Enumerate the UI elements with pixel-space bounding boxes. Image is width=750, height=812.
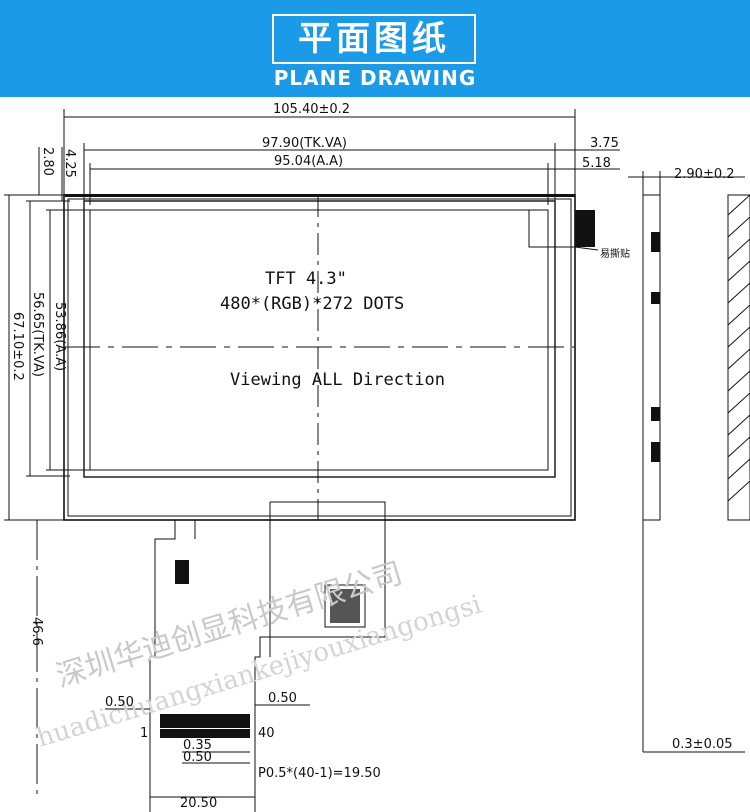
- component-pad: [330, 589, 360, 623]
- side-view-body: [642, 194, 661, 521]
- side-notch: [651, 442, 660, 462]
- plane-drawing: 深圳华迪创显科技有限公司 huadichuangxiankejiyouxiang…: [4, 102, 750, 812]
- side-view-section: [727, 194, 750, 521]
- pitch-formula: P0.5*(40-1)=19.50: [258, 766, 381, 781]
- pin-last: 40: [258, 726, 275, 741]
- pin-first: 1: [140, 726, 148, 741]
- page-title-en: PLANE DRAWING: [273, 66, 477, 90]
- tear-tab-outline: [528, 210, 575, 248]
- screen-line-1: TFT 4.3": [265, 269, 347, 289]
- dim-aa-height: 53.86(A.A): [52, 302, 67, 371]
- easy-tear-label: 易撕贴: [600, 247, 630, 260]
- active-area-outline: [89, 209, 549, 471]
- dim-left-280: 2.80: [40, 147, 55, 176]
- panel-outline: [63, 194, 576, 521]
- dim-aa-width: 95.04(A.A): [274, 154, 343, 169]
- fpc-label-right: 0.50: [268, 691, 297, 706]
- panel-inner-outline: [67, 198, 572, 517]
- dim-right-518: 5.18: [582, 156, 611, 171]
- dim-right-375: 3.75: [590, 136, 619, 151]
- pin-strip-2: [160, 729, 250, 738]
- dim-left-425: 4.25: [62, 149, 77, 178]
- fpc-width: 20.50: [180, 796, 217, 811]
- tear-tab-leader: [574, 246, 599, 251]
- header-banner: 平面图纸 PLANE DRAWING: [0, 0, 750, 97]
- tear-tab-fill: [575, 210, 595, 247]
- dim-overall-height: 67.10±0.2: [10, 312, 25, 381]
- fpc-outline-right: [254, 501, 386, 812]
- pitch-035: 0.35: [183, 738, 212, 753]
- panel-top-edge: [65, 194, 575, 197]
- pitch-050: 0.50: [183, 750, 212, 765]
- side-section-hatch: [727, 194, 750, 502]
- side-notch: [651, 407, 660, 421]
- side-bottom: 0.3±0.05: [672, 737, 733, 752]
- page-title-cn: 平面图纸: [298, 19, 450, 59]
- fpc-length: 46.6: [29, 617, 44, 646]
- pin-strip: [160, 714, 250, 728]
- dim-overall-width: 105.40±0.2: [273, 102, 350, 117]
- dim-tkva-height: 56.65(TK.VA): [30, 292, 45, 377]
- side-notch: [651, 292, 660, 304]
- screen-line-2: 480*(RGB)*272 DOTS: [220, 294, 404, 314]
- title-frame: [272, 14, 476, 64]
- component-pad-outline: [324, 584, 366, 628]
- fpc-label-left: 0.50: [105, 695, 134, 710]
- fpc-marker: [175, 560, 189, 584]
- tkva-outline: [83, 200, 556, 478]
- screen-line-3: Viewing ALL Direction: [230, 370, 445, 390]
- dim-tkva-width: 97.90(TK.VA): [262, 136, 347, 151]
- side-notch: [651, 232, 660, 252]
- side-thickness: 2.90±0.2: [674, 167, 735, 182]
- fpc-outline-left: [149, 520, 176, 812]
